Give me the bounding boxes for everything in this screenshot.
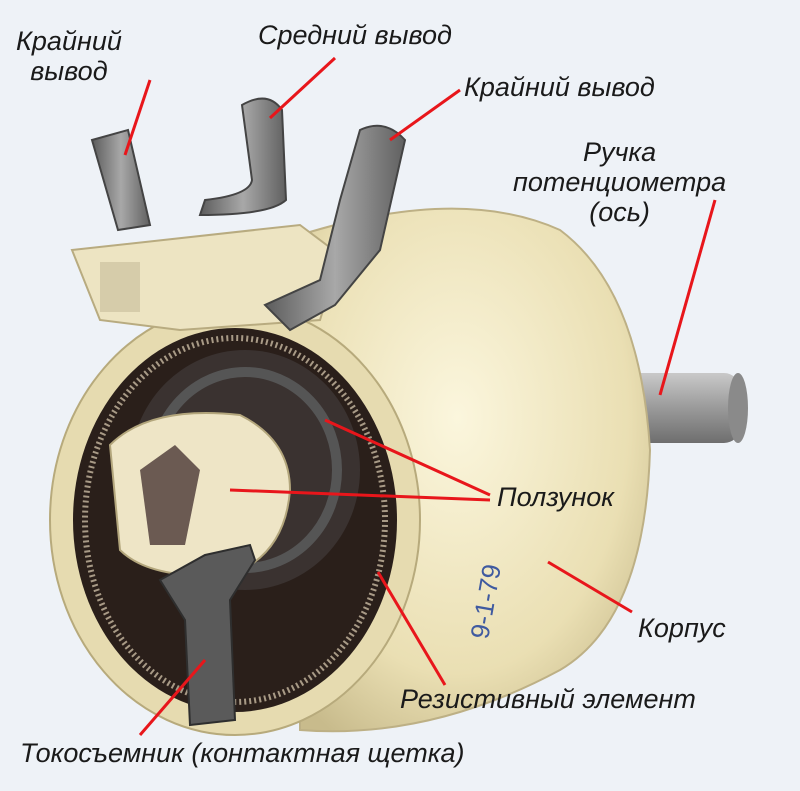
current-collector-brush (158, 543, 257, 727)
label-current-collector: Токосъемник (контактная щетка) (20, 738, 465, 768)
left-terminal (90, 128, 152, 232)
label-edge-terminal-left: Крайний вывод (16, 26, 122, 86)
leader-slider-b (229, 488, 491, 502)
leader-resistive (376, 571, 447, 686)
label-edge-terminal-right: Крайний вывод (464, 72, 655, 102)
leader-middle (268, 56, 337, 120)
label-knob: Ручка потенциометра (ось) (513, 137, 727, 227)
leader-knob (658, 199, 717, 396)
label-housing: Корпус (638, 613, 726, 643)
leader-housing (547, 560, 633, 614)
leader-edge-right (389, 88, 461, 142)
label-middle-terminal: Средний вывод (258, 20, 452, 50)
leader-collector (138, 659, 207, 736)
slider-hub (108, 412, 292, 577)
leader-slider-a (324, 418, 491, 497)
middle-terminal (198, 97, 288, 217)
right-terminal (263, 124, 407, 332)
label-slider: Ползунок (497, 482, 614, 512)
leader-edge-left (123, 79, 152, 156)
leader-lines (123, 56, 717, 736)
label-resistive-element: Резистивный элемент (400, 684, 696, 714)
